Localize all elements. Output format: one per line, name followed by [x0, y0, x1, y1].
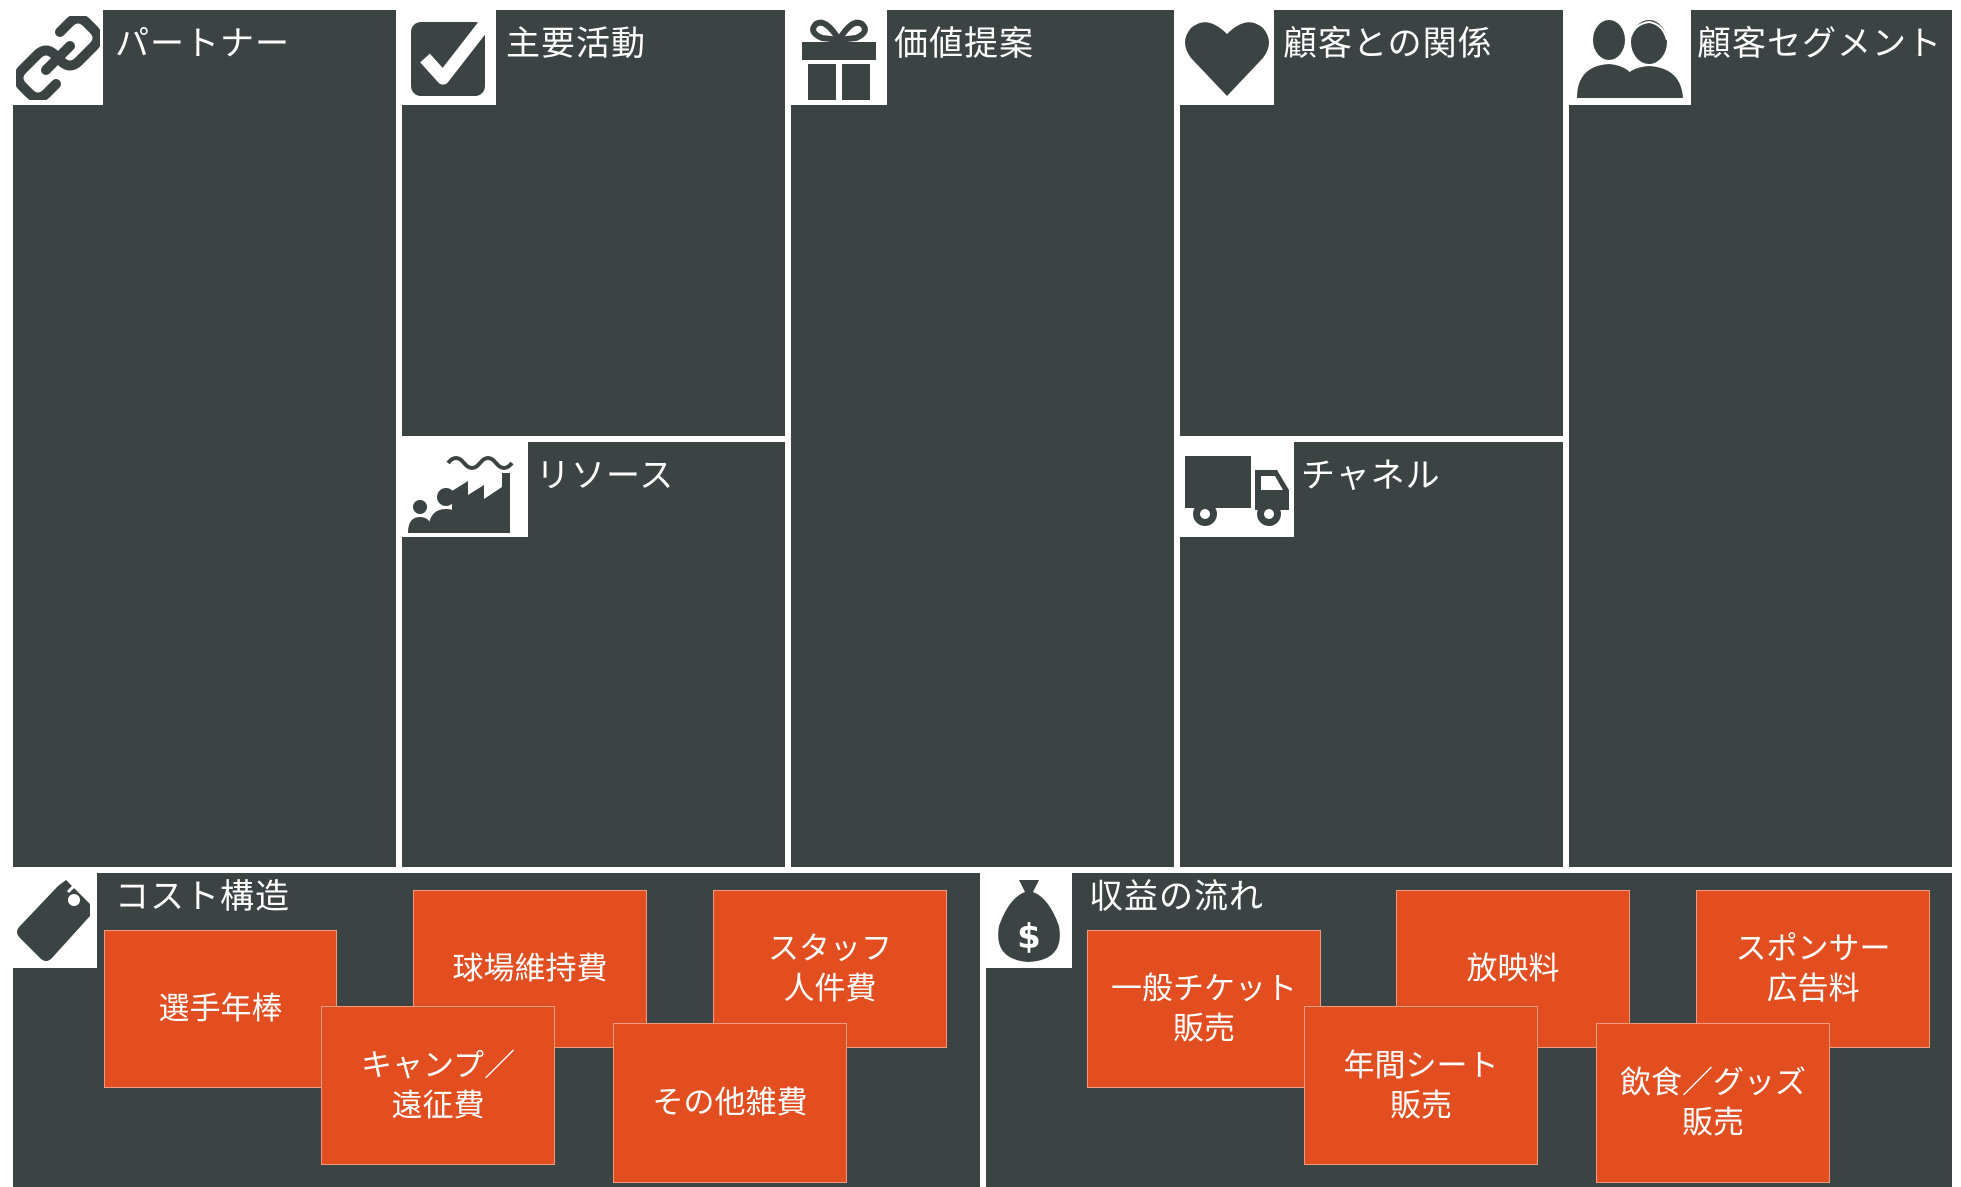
- revenue-streams-icon-box: $: [986, 873, 1072, 968]
- partners-block: パートナー: [13, 10, 396, 867]
- value-propositions-block: 価値提案: [791, 10, 1174, 867]
- customer-segments-title: 顧客セグメント: [1697, 24, 1942, 64]
- svg-text:$: $: [1017, 917, 1041, 957]
- cost-note-player-salaries: 選手年棒: [104, 930, 337, 1088]
- factory-people-icon: [408, 455, 514, 533]
- customer-relationships-icon-box: [1180, 10, 1274, 105]
- partners-title: パートナー: [115, 24, 290, 64]
- cost-structure-title: コスト構造: [115, 877, 290, 917]
- value-propositions-title: 価値提案: [894, 24, 1034, 64]
- cost-note-staff-personnel: スタッフ 人件費: [713, 890, 947, 1048]
- money-bag-icon: $: [998, 879, 1060, 962]
- truck-icon: [1185, 455, 1289, 526]
- customer-segments-block: 顧客セグメント: [1569, 10, 1952, 867]
- heart-icon: [1185, 21, 1269, 96]
- revenue-note-general-tickets: 一般チケット 販売: [1087, 930, 1321, 1088]
- key-resources-icon-box: [402, 442, 528, 537]
- revenue-note-sponsor-advertising: スポンサー 広告料: [1696, 890, 1930, 1048]
- revenue-streams-block: $ 収益の流れ 一般チケット 販売 放映料 スポンサー 広告料 年間シート 販売…: [986, 873, 1952, 1187]
- key-activities-title: 主要活動: [506, 24, 646, 64]
- key-resources-title: リソース: [536, 456, 675, 496]
- cost-structure-icon-box: [13, 873, 97, 968]
- price-tag-icon: [17, 879, 90, 961]
- gift-icon: [802, 19, 876, 100]
- revenue-streams-title: 収益の流れ: [1089, 877, 1264, 917]
- customer-segments-icon-box: [1569, 10, 1691, 105]
- channels-title: チャネル: [1301, 456, 1441, 496]
- checkbox-icon: [411, 19, 491, 96]
- cost-structure-block: コスト構造 選手年棒 球場維持費 スタッフ 人件費 キャンプ／ 遠征費 その他雑…: [13, 873, 980, 1187]
- people-icon: [1577, 19, 1683, 98]
- customer-relationships-title: 顧客との関係: [1283, 24, 1493, 64]
- value-propositions-icon-box: [791, 10, 887, 105]
- cost-note-camp-travel: キャンプ／ 遠征費: [321, 1006, 555, 1165]
- key-activities-block: 主要活動: [402, 10, 785, 436]
- channels-block: チャネル: [1180, 442, 1563, 867]
- revenue-note-food-goods: 飲食／グッズ 販売: [1596, 1023, 1830, 1183]
- key-resources-block: リソース: [402, 442, 785, 867]
- key-activities-icon-box: [402, 10, 496, 105]
- revenue-note-season-seats: 年間シート 販売: [1304, 1006, 1538, 1165]
- cost-note-miscellaneous: その他雑費: [613, 1023, 847, 1183]
- partners-icon-box: [13, 10, 103, 105]
- customer-relationships-block: 顧客との関係: [1180, 10, 1563, 436]
- channels-icon-box: [1180, 442, 1294, 537]
- link-icon: [16, 15, 100, 100]
